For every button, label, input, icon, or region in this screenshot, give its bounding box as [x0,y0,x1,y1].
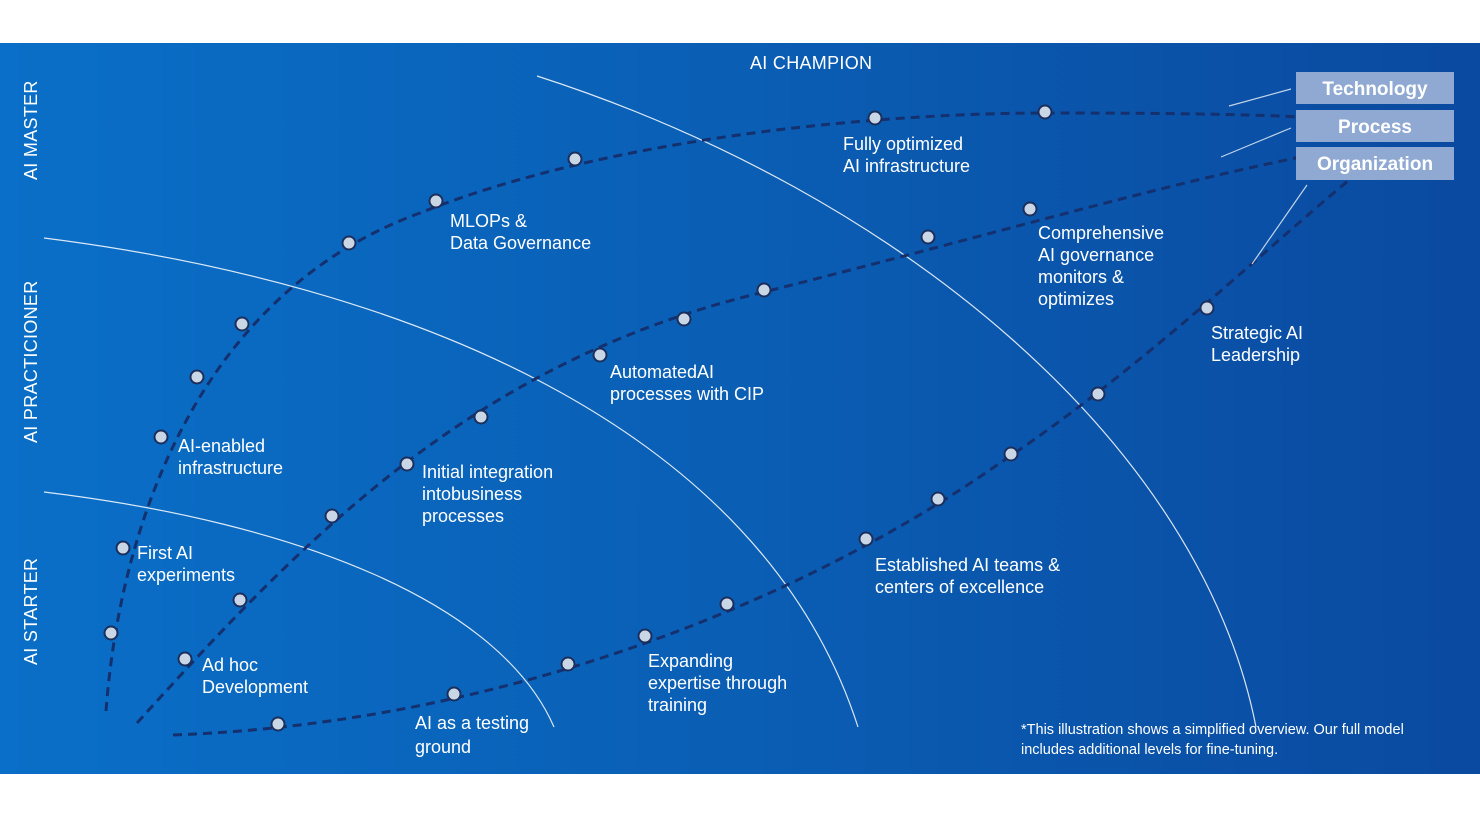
label-mlops-data-governance: MLOPs & Data Governance [450,211,591,253]
milestone-dot [1090,386,1106,402]
milestone-dot [858,531,874,547]
milestone-dot [341,235,357,251]
stage-label-champion: AI CHAMPION [750,53,872,73]
label-ai-enabled-infrastructure: AI-enabled infrastructure [178,436,283,478]
milestone-dot [592,347,608,363]
stage-boundaries [43,75,1257,728]
milestone-dot [930,491,946,507]
milestone-dot [920,229,936,245]
legend-technology: Technology [1296,72,1454,104]
label-fully-optimized: Fully optimized AI infrastructure [843,134,970,176]
legend-process-label: Process [1338,117,1412,138]
stage-label-master: AI MASTER [21,80,41,180]
footnote: *This illustration shows a simplified ov… [1021,722,1408,758]
milestone-dot [719,596,735,612]
milestone-dot [428,193,444,209]
milestone-dot [324,508,340,524]
label-ad-hoc-development: Ad hoc Development [202,655,308,697]
practicioner-boundary-arc [43,237,859,728]
milestone-dot [756,282,772,298]
maturity-diagram: AI STARTER AI PRACTICIONER AI MASTER AI … [21,53,1454,758]
starter-boundary-arc [43,491,555,728]
legend-organization: Organization [1296,147,1454,180]
label-automated-ai-processes: AutomatedAI processes with CIP [610,362,764,404]
legend-process: Process [1296,110,1454,142]
milestone-dot [1022,201,1038,217]
stage-label-practicioner: AI PRACTICIONER [21,280,41,443]
technology-milestones [103,104,1053,641]
stage-label-starter: AI STARTER [21,558,41,665]
master-boundary-arc [536,75,1257,728]
milestone-dot [153,429,169,445]
milestone-dot [189,369,205,385]
milestone-dot [399,456,415,472]
milestone-dot [234,316,250,332]
legend-connector-organization [1251,184,1308,265]
legend-connector-technology [1228,88,1292,107]
technology-track [104,111,1346,712]
milestone-dot [1199,300,1215,316]
milestone-dot [1037,104,1053,120]
process-track [135,147,1346,725]
milestone-dot [177,651,193,667]
milestone-dot [232,592,248,608]
milestone-dot [270,716,286,732]
legend-technology-label: Technology [1322,79,1428,100]
label-expanding-expertise: Expanding expertise through training [648,651,792,715]
label-first-ai-experiments: First AI experiments [137,543,235,585]
label-established-ai-teams: Established AI teams & centers of excell… [875,555,1065,597]
label-strategic-ai-leadership: Strategic AI Leadership [1211,323,1308,365]
milestone-dot [867,110,883,126]
milestone-dot [637,628,653,644]
milestone-dot [115,540,131,556]
milestone-dot [567,151,583,167]
milestone-dot [103,625,119,641]
label-initial-integration: Initial integration intobusiness process… [422,462,558,526]
label-comprehensive-governance: Comprehensive AI governance monitors & o… [1038,223,1169,309]
legend-connector-process [1220,127,1292,158]
milestone-dot [560,656,576,672]
process-milestones [177,201,1038,667]
milestone-dot [446,686,462,702]
organization-milestones [270,300,1215,732]
milestone-dot [473,409,489,425]
label-ai-testing-ground: AI as a testing ground [415,713,534,757]
legend-organization-label: Organization [1317,154,1433,175]
milestone-dot [676,311,692,327]
diagram-panel: AI STARTER AI PRACTICIONER AI MASTER AI … [0,43,1480,774]
milestone-dot [1003,446,1019,462]
